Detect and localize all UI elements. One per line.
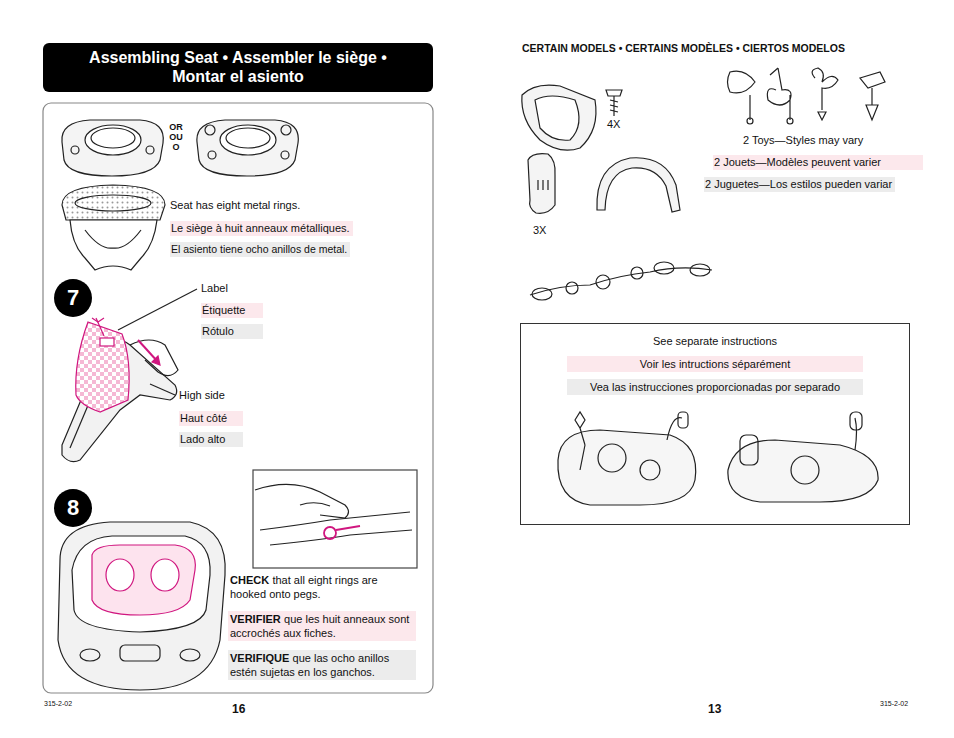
keyword: VERIFIQUE bbox=[230, 652, 289, 664]
page-number: 13 bbox=[708, 702, 721, 716]
caption-text: Seat has eight metal rings. bbox=[170, 199, 300, 212]
check-note: VERIFIERque les huit anneaux sont accroc… bbox=[228, 611, 416, 641]
step-number: 8 bbox=[54, 489, 92, 527]
instruction-box: See separate instructionsVoir les intruc… bbox=[520, 323, 910, 525]
heading-band: Assembling Seat • Assembler le siège • M… bbox=[43, 43, 433, 92]
instruction-text: Voir les intructions séparément bbox=[567, 356, 863, 372]
models-heading: CERTAIN MODELS • CERTAINS MODÈLES • CIER… bbox=[522, 42, 845, 55]
part-label: High side bbox=[179, 389, 225, 402]
quantity: 3X bbox=[533, 224, 546, 237]
step-number: 7 bbox=[54, 279, 92, 317]
caption-text: Le siège à huit anneaux métalliques. bbox=[170, 221, 353, 236]
check-note: CHECKthat all eight rings are hooked ont… bbox=[228, 572, 416, 602]
part-label: Label bbox=[201, 282, 228, 295]
keyword: CHECK bbox=[230, 574, 269, 586]
or-mark: OR OU O bbox=[165, 122, 187, 152]
toy-note: 2 Juguetes—Los estilos pueden variar bbox=[704, 177, 895, 192]
toy-note: 2 Toys—Styles may vary bbox=[743, 134, 863, 147]
page-number: 16 bbox=[232, 702, 245, 716]
part-label: Étiquette bbox=[201, 303, 263, 318]
caption-text: El asiento tiene ocho anillos de metal. bbox=[170, 242, 350, 257]
part-label: Rótulo bbox=[201, 324, 263, 339]
toy-note: 2 Jouets—Modèles peuvent varier bbox=[713, 155, 923, 170]
quantity: 4X bbox=[607, 118, 620, 131]
part-label: Haut côté bbox=[179, 411, 243, 426]
keyword: VERIFIER bbox=[230, 613, 281, 625]
step-digit: 8 bbox=[67, 496, 79, 520]
doc-code: 315-2-02 bbox=[880, 699, 908, 708]
doc-code: 315-2-02 bbox=[44, 699, 72, 708]
part-label: Lado alto bbox=[179, 432, 243, 447]
instruction-text: Vea las instrucciones proporcionadas por… bbox=[567, 379, 863, 395]
instruction-text: See separate instructions bbox=[649, 333, 781, 349]
step-digit: 7 bbox=[67, 286, 79, 310]
check-note: VERIFIQUEque las ocho anillos estén suje… bbox=[228, 650, 416, 680]
